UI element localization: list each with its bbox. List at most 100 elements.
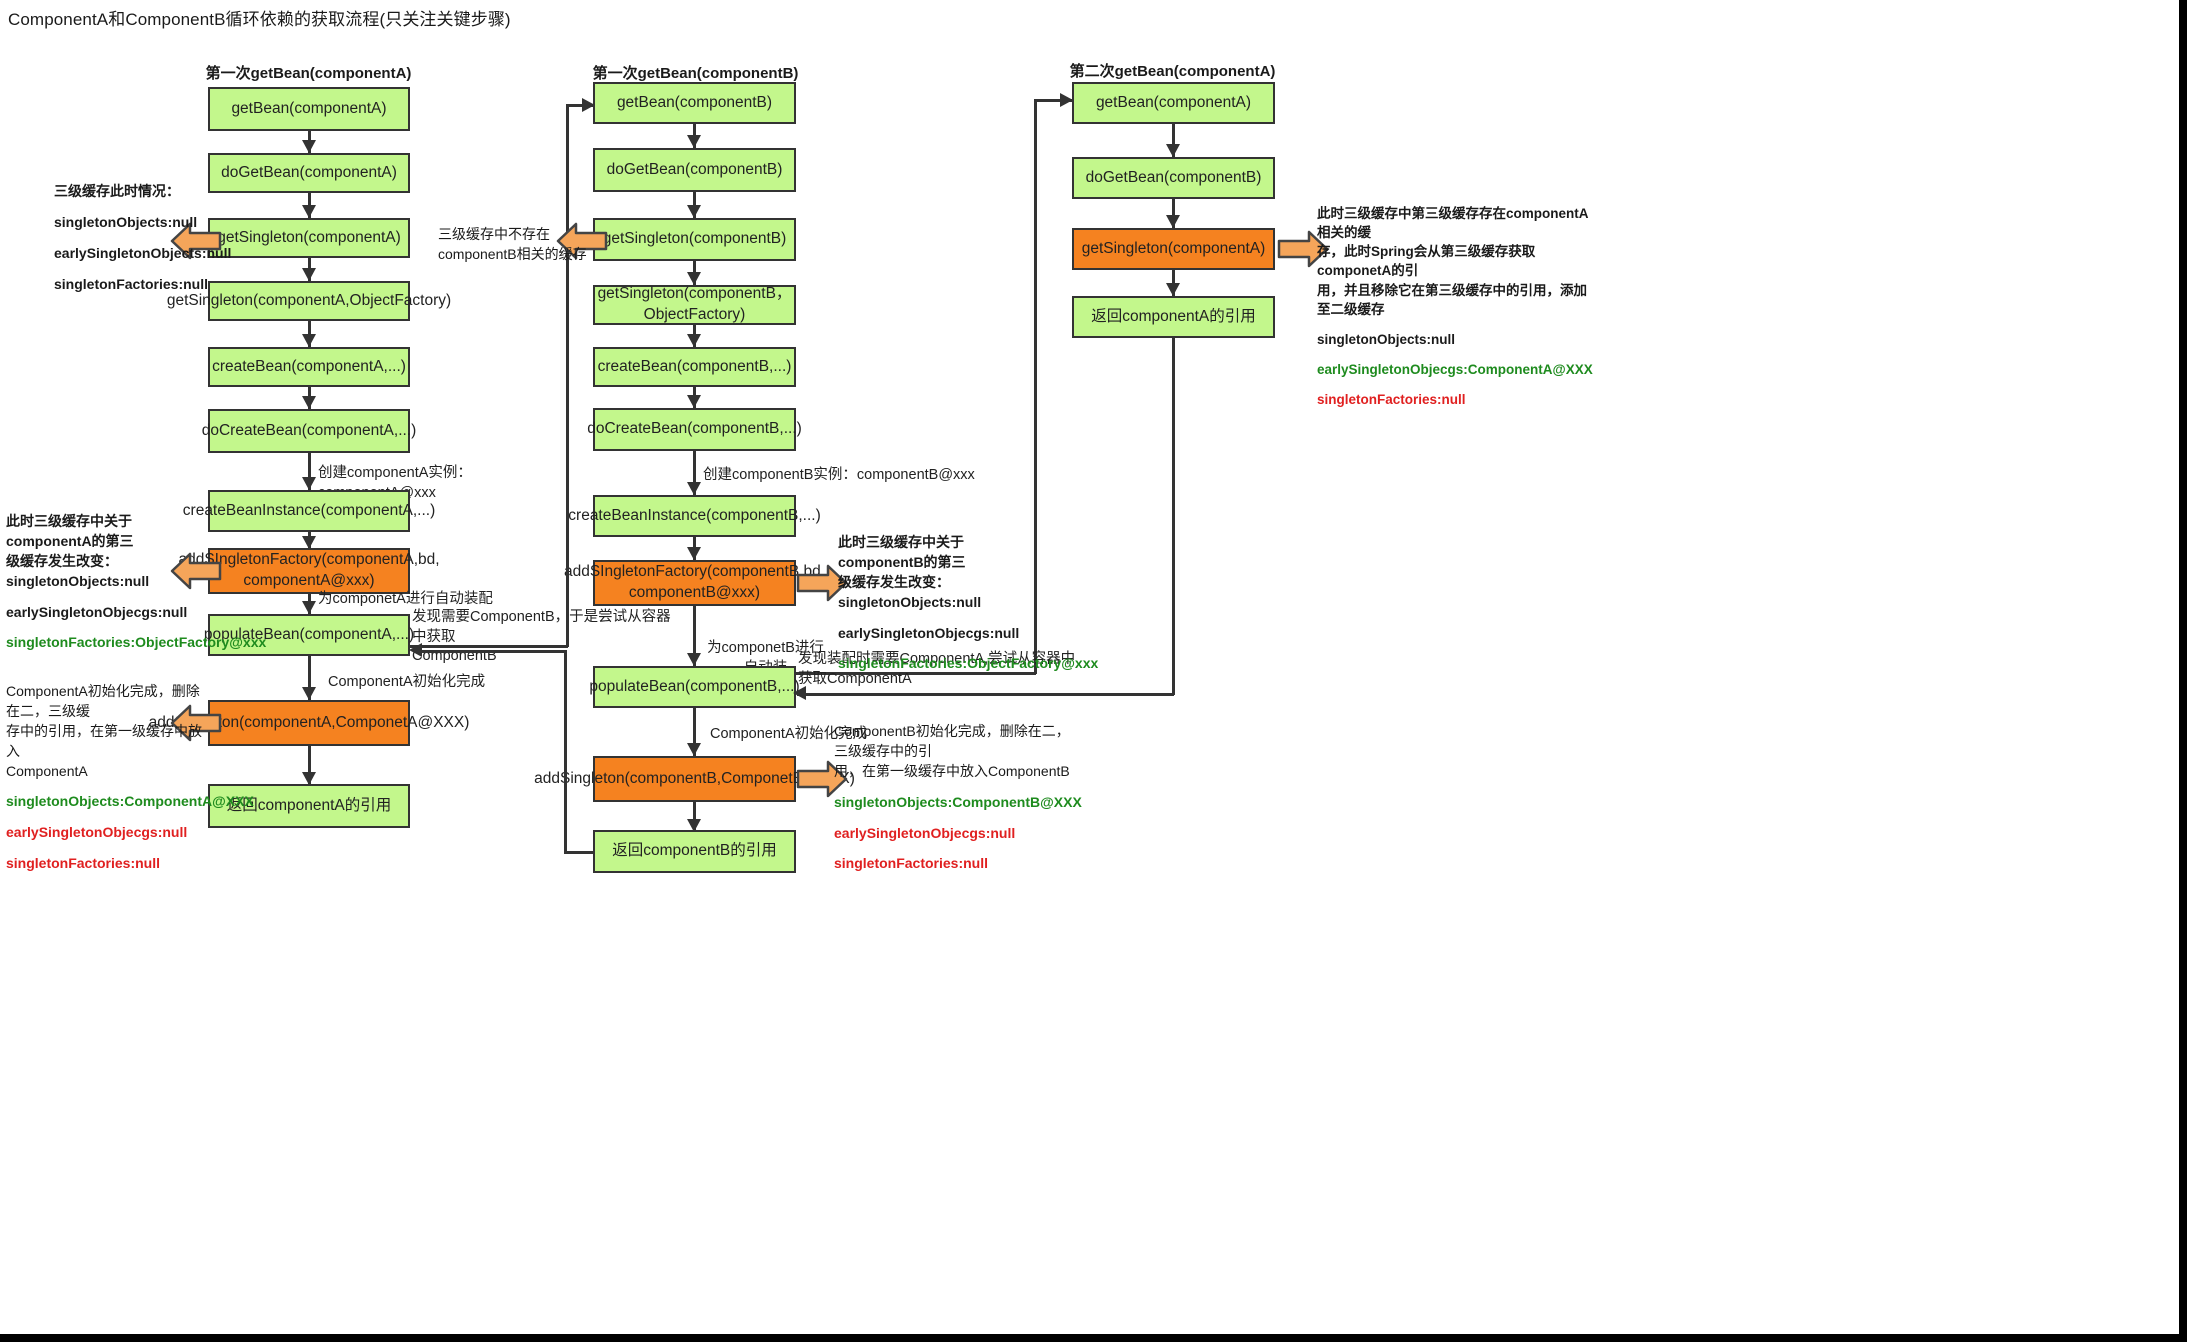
edge-b9-b10	[693, 708, 696, 756]
node-populatebean-a[interactable]: populateBean(componentA,...)	[204, 614, 414, 656]
annotation-b-third-cache-changed-line-0: earlySingletonObjecgs:null	[838, 624, 1020, 641]
annotation-a-third-cache-changed-line-1: singletonFactories:ObjectFactory@xxx	[6, 634, 267, 651]
edge-label-init-done-b: ComponentA初始化完成	[710, 726, 868, 742]
arrowhead-a9-a10	[301, 687, 316, 700]
arrowhead-b4-b5	[686, 334, 701, 347]
node-getbean-a2[interactable]: getBean(componentA)	[1072, 82, 1275, 124]
connector-c-return-vertical	[1172, 338, 1175, 695]
node-createbeaninstance-b[interactable]: createBeanInstance(componentB,...)	[568, 495, 821, 537]
annotation-a-init-complete: ComponentA初始化完成，删除在二，三级缓 存中的引用，在第一级缓存中放入…	[6, 682, 254, 874]
callout-arrow-right-b-init-complete	[796, 758, 848, 800]
annotation-a-initial-cache-line-1: earlySingletonObjects:null	[54, 244, 232, 261]
node-createbean-a[interactable]: createBean(componentA,...)	[208, 347, 410, 387]
annotation-a-init-complete-line-1: earlySingletonObjecgs:null	[6, 824, 188, 841]
node-getsingleton-a2[interactable]: getSingleton(componentA)	[1072, 228, 1275, 270]
node-addsingleton-a[interactable]: addSingleton(componentA,ComponetA@XXX)	[149, 700, 469, 746]
arrowhead-b6-b7	[686, 482, 701, 495]
connector-b-return-horizontal-top	[414, 650, 566, 653]
edge-label-init-done-a: ComponentA初始化完成	[328, 674, 486, 690]
arrowhead-b1-b2	[686, 135, 701, 148]
annotation-a-initial-cache-line-0: singletonObjects:null	[54, 213, 198, 230]
annotation-b-init-complete-line-1: earlySingletonObjecgs:null	[834, 824, 1016, 841]
node-dogetbean-a2[interactable]: doGetBean(componentB)	[1072, 157, 1275, 199]
arrowhead-b-return-to-a	[409, 643, 422, 657]
edge-a6-a7	[308, 453, 311, 490]
node-addsingletonfactory-a[interactable]: addSIngletonFactory(componentA,bd, compo…	[178, 548, 440, 594]
node-return-a2-ref[interactable]: 返回componentA的引用	[1072, 296, 1275, 338]
connector-c-return-horizontal	[797, 693, 1174, 696]
cross-label-a-to-b: 发现需要ComponentB，于是尝试从容器中获取 ComponentB	[412, 609, 671, 665]
callout-arrow-left-a-initial	[170, 220, 222, 262]
arrowhead-a-to-b	[582, 98, 595, 112]
arrowhead-b10-b11	[686, 819, 701, 832]
edge-b8-b9	[693, 606, 696, 666]
arrowhead-b5-b6	[686, 395, 701, 408]
node-createbean-b[interactable]: createBean(componentB,...)	[593, 347, 796, 387]
node-return-a-ref[interactable]: 返回componentA的引用	[208, 784, 410, 828]
node-getsingleton-b-objectfactory[interactable]: getSingleton(componentB， ObjectFactory)	[593, 285, 796, 325]
node-getbean-b[interactable]: getBean(componentB)	[593, 82, 796, 124]
arrowhead-b3-b4	[686, 272, 701, 285]
arrowhead-b8-b9	[686, 653, 701, 666]
arrowhead-c2-c3	[1165, 215, 1180, 228]
node-createbeaninstance-a[interactable]: createBeanInstance(componentA,...)	[183, 490, 435, 532]
annotation-a-second-get-line-2: singletonFactories:null	[1317, 392, 1466, 408]
annotation-b-init-complete-line-0: singletonObjects:ComponentB@XXX	[834, 793, 1082, 810]
arrowhead-a2-a3	[301, 205, 316, 218]
node-getsingleton-b[interactable]: getSingleton(componentB)	[593, 218, 796, 261]
arrowhead-b7-b8	[686, 547, 701, 560]
annotation-b-no-cache-header: 三级缓存中不存在 componentB相关的缓存	[438, 226, 587, 262]
callout-arrow-left-a-third-cache	[170, 550, 222, 592]
right-border-strip	[2179, 0, 2187, 1342]
annotation-b-init-complete-header: ComponentB初始化完成，删除在二，三级缓存中的引 用，在第一级缓存中放入…	[834, 723, 1070, 779]
connector-b-to-c-horizontal-bottom	[796, 672, 1036, 675]
edge-c2-c3	[1172, 199, 1175, 228]
arrowhead-a3-a4	[301, 268, 316, 281]
annotation-a-third-cache-changed: 此时三级缓存中关于componentA的第三 级缓存发生改变： singleto…	[6, 512, 267, 653]
arrowhead-a8-a9	[301, 601, 316, 614]
arrowhead-a7-a8	[301, 536, 316, 549]
arrowhead-c-return-to-b	[793, 686, 806, 700]
node-getsingleton-a[interactable]: getSingleton(componentA)	[208, 218, 410, 258]
connector-b-return-vertical	[564, 650, 567, 853]
annotation-b-no-cache: 三级缓存中不存在 componentB相关的缓存	[438, 225, 603, 267]
annotation-b-init-complete-line-2: singletonFactories:null	[834, 855, 989, 872]
annotation-a-second-get-header: 此时三级缓存中第三级缓存存在componentA相关的缓 存，此时Spring会…	[1317, 206, 1589, 317]
edge-label-autowire-a: 为componetA进行自动装配	[318, 591, 493, 607]
annotation-a-second-get-line-1: earlySingletonObjecgs:ComponentA@XXX	[1317, 362, 1593, 378]
column-heading-a-first: 第一次getBean(componentA)	[205, 65, 412, 82]
node-getbean-a[interactable]: getBean(componentA)	[208, 87, 410, 131]
node-addsingletonfactory-b[interactable]: addSIngletonFactory(componentB,bd, compo…	[564, 560, 825, 606]
page-title: ComponentA和ComponentB循环依赖的获取流程(只关注关键步骤)	[8, 10, 511, 29]
annotation-a-second-get-line-0: singletonObjects:null	[1317, 331, 1456, 347]
connector-a-to-b-vertical	[566, 104, 569, 647]
connector-b-return-horizontal-bottom	[564, 851, 594, 854]
callout-arrow-left-b-no-cache	[556, 220, 608, 262]
callout-arrow-right-a-second-get	[1277, 228, 1329, 270]
annotation-a-second-get: 此时三级缓存中第三级缓存存在componentA相关的缓 存，此时Spring会…	[1317, 204, 1593, 409]
annotation-a-initial-cache-line-2: singletonFactories:null	[54, 275, 209, 292]
node-getsingleton-a-objectfactory[interactable]: getSingleton(componentA,ObjectFactory)	[167, 281, 451, 321]
cross-label-b-to-c: 发现装配时需要ComponentA,尝试从容器中获取ComponentA	[798, 651, 1076, 687]
node-dogetbean-a[interactable]: doGetBean(componentA)	[208, 153, 410, 193]
annotation-a-init-complete-header: ComponentA初始化完成，删除在二，三级缓 存中的引用，在第一级缓存中放入…	[6, 683, 202, 779]
node-populatebean-b[interactable]: populateBean(componentB,...)	[589, 666, 800, 708]
connector-a-to-b-horizontal-top	[566, 104, 593, 107]
column-heading-a-second: 第二次getBean(componentA)	[1069, 63, 1276, 80]
annotation-b-third-cache-changed-line-1: singletonFactories:ObjectFactory@xxx	[838, 655, 1099, 672]
node-docreatebean-b[interactable]: doCreateBean(componentB,...)	[587, 408, 802, 451]
annotation-a-third-cache-changed-line-0: earlySingletonObjecgs:null	[6, 603, 188, 620]
annotation-a-init-complete-line-2: singletonFactories:null	[6, 855, 161, 872]
node-docreatebean-a[interactable]: doCreateBean(componentA,...)	[202, 409, 416, 453]
arrowhead-a6-a7	[301, 477, 316, 490]
node-addsingleton-b[interactable]: addSingleton(componentB,ComponetB@XXX)	[534, 756, 855, 802]
annotation-a-third-cache-changed-header: 此时三级缓存中关于componentA的第三 级缓存发生改变： singleto…	[6, 513, 150, 589]
column-heading-b-first: 第一次getBean(componentB)	[592, 65, 799, 82]
connector-b-to-c-horizontal-top	[1034, 99, 1072, 102]
node-dogetbean-b[interactable]: doGetBean(componentB)	[593, 148, 796, 192]
node-return-b-ref[interactable]: 返回componentB的引用	[593, 830, 796, 873]
annotation-b-init-complete: ComponentB初始化完成，删除在二，三级缓存中的引 用，在第一级缓存中放入…	[834, 722, 1082, 874]
edge-a10-a11	[308, 746, 311, 784]
connector-a-to-b-horizontal-bottom	[410, 645, 568, 648]
